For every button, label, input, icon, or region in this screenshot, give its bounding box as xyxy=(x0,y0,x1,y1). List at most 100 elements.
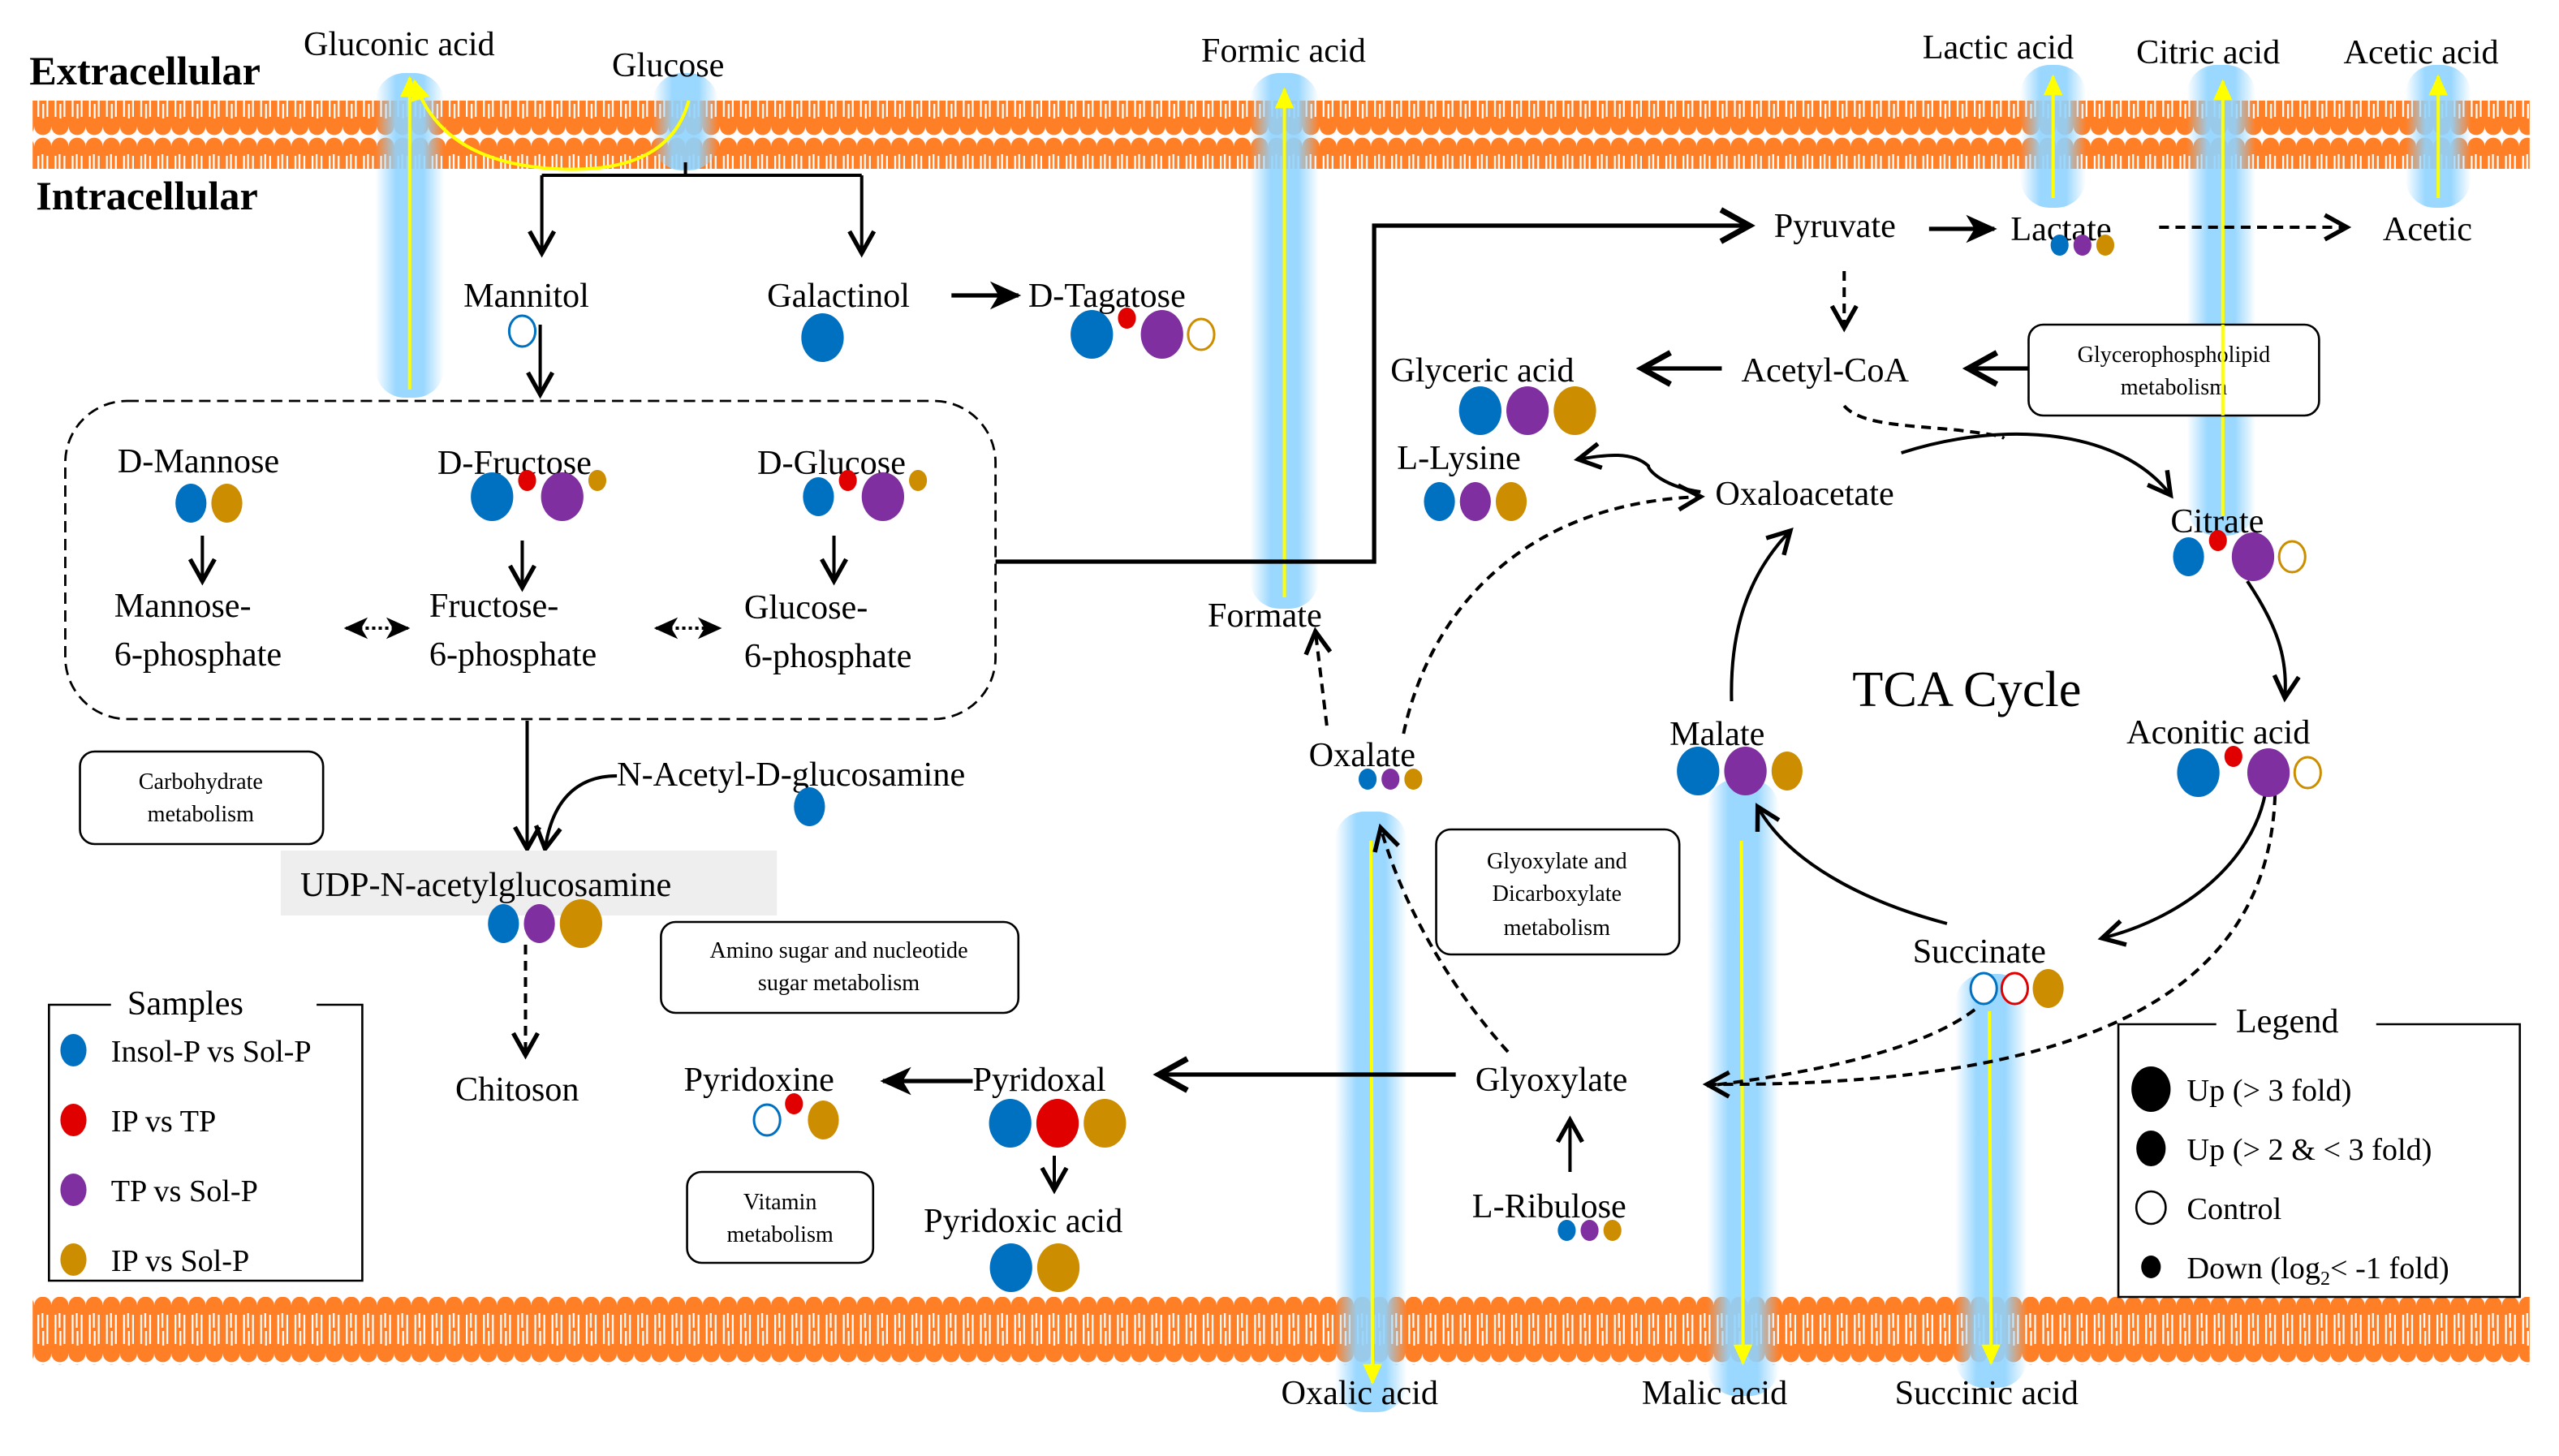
dot-tp-vs-sol-p-up-gt3 xyxy=(2247,748,2290,797)
size-legend-label-up-gt3: Up (> 3 fold) xyxy=(2187,1074,2352,1108)
amino-sugar-metabolism-box: Amino sugar and nucleotide sugar metabol… xyxy=(660,920,1020,1014)
dot-insol-p-vs-sol-p-up-gt3 xyxy=(801,313,844,362)
dot-tp-vs-sol-p-up-gt3 xyxy=(861,472,905,521)
vitamin-metabolism-box: Vitamin metabolism xyxy=(686,1170,875,1264)
size-legend-label-up-2to3: Up (> 2 & < 3 fold) xyxy=(2187,1133,2432,1167)
dot-insol-p-vs-sol-p-up-2to3 xyxy=(794,787,825,826)
oxaloacetate-label: Oxaloacetate xyxy=(1715,475,1893,513)
dot-insol-p-vs-sol-p-control xyxy=(1969,971,1998,1006)
size-legend-title: Legend xyxy=(2236,1002,2339,1040)
dot-ip-vs-sol-p-down xyxy=(588,470,607,491)
dot-ip-vs-sol-p-control xyxy=(2277,540,2307,574)
dot-ip-vs-tp-down xyxy=(2208,530,2227,551)
fructose-6-phosphate-label-1: Fructose- xyxy=(429,587,558,625)
glycerophospholipid-box-line-1: Glycerophospholipid xyxy=(2078,342,2271,368)
lactic-acid-label: Lactic acid xyxy=(1923,28,2074,67)
oxalate-dots xyxy=(1359,769,1423,790)
glucose-ext-label: Glucose xyxy=(612,46,724,84)
transport-arrow-oxalic xyxy=(1363,840,1382,1385)
inner-membrane xyxy=(32,1297,2530,1365)
pyridoxine-dots xyxy=(752,1093,839,1139)
pyridoxal-label: Pyridoxal xyxy=(972,1061,1105,1099)
glyceric-acid-dots xyxy=(1458,386,1596,435)
n-acetyl-d-glucosamine-dots xyxy=(794,787,825,826)
galactinol-dots xyxy=(801,313,844,362)
dot-ip-vs-tp-up-gt3 xyxy=(1036,1099,1079,1148)
aconitic-acid-label: Aconitic acid xyxy=(2126,713,2310,752)
oxalic-acid-label: Oxalic acid xyxy=(1282,1374,1438,1412)
transport-arrow-succinic xyxy=(1981,1010,2001,1366)
glycerophospholipid-metabolism-box: Glycerophospholipid metabolism xyxy=(2027,323,2320,417)
samples-legend-label-insol-p-vs-sol-p: Insol-P vs Sol-P xyxy=(111,1035,312,1069)
citric-acid-label: Citric acid xyxy=(2136,33,2280,71)
dot-insol-p-vs-sol-p-up-gt3 xyxy=(471,472,514,521)
d-tagatose-dots xyxy=(1071,308,1216,359)
dot-ip-vs-tp-down xyxy=(785,1093,803,1114)
dot-insol-p-vs-sol-p-up-2to3 xyxy=(175,484,207,523)
dot-insol-p-vs-sol-p-up-2to3 xyxy=(2173,537,2204,576)
carbohydrate-box-line-2: metabolism xyxy=(148,802,254,827)
samples-legend-swatch-tp-vs-sol-p xyxy=(60,1174,87,1206)
samples-legend-swatch-ip-vs-sol-p xyxy=(60,1243,87,1276)
d-mannose-dots xyxy=(175,484,243,523)
d-tagatose-label: D-Tagatose xyxy=(1028,277,1186,315)
extracellular-label: Extracellular xyxy=(29,48,261,93)
aconitic-acid-dots xyxy=(2177,746,2322,797)
dot-tp-vs-sol-p-up-2to3 xyxy=(1459,482,1491,521)
dot-ip-vs-sol-p-down xyxy=(1404,769,1423,790)
pyruvate-label: Pyruvate xyxy=(1774,207,1896,245)
l-lysine-label: L-Lysine xyxy=(1397,439,1520,477)
transport-arrows xyxy=(399,74,2448,1385)
size-legend-swatch-up-gt3 xyxy=(2131,1066,2171,1112)
dot-tp-vs-sol-p-down xyxy=(1381,769,1400,790)
dot-ip-vs-sol-p-up-2to3 xyxy=(1771,752,1803,790)
carbohydrate-metabolism-box: Carbohydrate metabolism xyxy=(79,750,325,846)
dot-ip-vs-sol-p-up-gt3 xyxy=(1553,386,1596,435)
glyceric-acid-label: Glyceric acid xyxy=(1390,351,1574,390)
d-mannose-label: D-Mannose xyxy=(118,442,279,480)
dot-insol-p-vs-sol-p-down xyxy=(1557,1220,1576,1241)
dot-ip-vs-tp-down xyxy=(838,470,857,491)
lactate-dots xyxy=(2050,235,2115,256)
d-fructose-dots xyxy=(471,470,607,521)
dot-insol-p-vs-sol-p-down xyxy=(1359,769,1377,790)
dot-insol-p-vs-sol-p-control xyxy=(507,314,537,348)
glyoxylate-label: Glyoxylate xyxy=(1476,1061,1628,1099)
dot-ip-vs-sol-p-up-gt3 xyxy=(1036,1243,1080,1292)
glyoxylate-box-line-2: Dicarboxylate xyxy=(1493,881,1622,907)
oxalate-label: Oxalate xyxy=(1309,736,1415,774)
dot-tp-vs-sol-p-up-gt3 xyxy=(1724,747,1767,795)
pyridoxal-dots xyxy=(989,1099,1127,1148)
succinate-label: Succinate xyxy=(1913,933,2046,971)
dot-insol-p-vs-sol-p-up-gt3 xyxy=(989,1099,1032,1148)
acetic-label: Acetic xyxy=(2383,210,2472,248)
dot-insol-p-vs-sol-p-up-2to3 xyxy=(803,477,834,516)
glucose-6-phosphate-label-1: Glucose- xyxy=(744,588,868,627)
size-legend-swatch-down xyxy=(2141,1256,2161,1278)
mannitol-label: Mannitol xyxy=(463,277,589,315)
glucose-6-phosphate-label-2: 6-phosphate xyxy=(744,637,911,675)
size-legend-items: Up (> 3 fold)Up (> 2 & < 3 fold)ControlD… xyxy=(2131,1066,2449,1290)
l-ribulose-label: L-Ribulose xyxy=(1472,1187,1626,1226)
extracellular-metabolites: Gluconic acid Glucose Formic acid Lactic… xyxy=(304,25,2499,1412)
l-ribulose-dots xyxy=(1557,1220,1622,1241)
dot-tp-vs-sol-p-down xyxy=(1580,1220,1599,1241)
glyoxylate-box-line-1: Glyoxylate and xyxy=(1487,849,1627,874)
amino-sugar-box-line-1: Amino sugar and nucleotide xyxy=(710,938,968,963)
dot-insol-p-vs-sol-p-up-gt3 xyxy=(989,1243,1032,1292)
samples-legend-title: Samples xyxy=(127,984,243,1023)
metabolite-indicator-dots xyxy=(175,235,2322,1292)
udp-highlight-box xyxy=(280,851,778,915)
pyridoxic-acid-label: Pyridoxic acid xyxy=(924,1202,1122,1240)
udp-n-acetylglucosamine-dots xyxy=(488,899,603,948)
d-glucose-dots xyxy=(803,470,928,521)
transport-arrow-malic xyxy=(1733,840,1753,1366)
size-legend-swatch-up-2to3 xyxy=(2136,1131,2166,1166)
acetyl-coa-label: Acetyl-CoA xyxy=(1742,351,1910,390)
mannitol-dots xyxy=(507,314,537,348)
formate-label: Formate xyxy=(1208,597,1322,635)
malic-acid-label: Malic acid xyxy=(1642,1374,1787,1412)
dot-insol-p-vs-sol-p-up-2to3 xyxy=(488,904,519,943)
